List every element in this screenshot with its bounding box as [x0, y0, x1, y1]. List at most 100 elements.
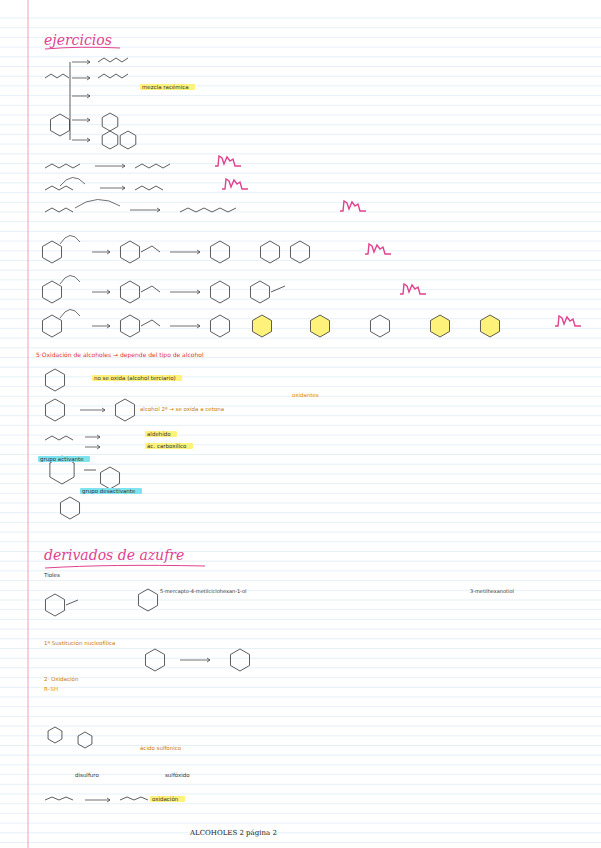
ring-structure [370, 315, 389, 337]
ruled-line [0, 328, 601, 329]
ruled-line [0, 289, 601, 290]
note-text: grupo desactivante [82, 488, 135, 494]
ruled-line [0, 153, 601, 154]
energy-profile [222, 179, 248, 189]
ruled-line [0, 425, 601, 426]
note-text: alcohol 2º → se oxida a cetona [140, 406, 224, 412]
reaction-arrow [170, 252, 200, 253]
bond-line [141, 246, 160, 252]
ruled-line [0, 76, 601, 77]
energy-profile [400, 284, 426, 294]
ring-structure [115, 399, 134, 421]
ruled-line [0, 629, 601, 630]
title-underline [45, 565, 205, 568]
ruled-line [0, 706, 601, 707]
ring-structure [42, 241, 61, 263]
ruled-line [0, 677, 601, 678]
ruled-line [0, 648, 601, 649]
reaction-arrow [85, 800, 110, 801]
ruled-line [0, 454, 601, 455]
note-text: R–SH [44, 686, 58, 692]
carbon-chain [45, 797, 73, 800]
ruled-line [0, 813, 601, 814]
ruled-line [0, 619, 601, 620]
ring-structure [250, 281, 269, 303]
bond-line [141, 320, 160, 326]
ring-structure [210, 281, 229, 303]
ruled-line [0, 716, 601, 717]
note-text: Tioles [44, 572, 60, 578]
ruled-line [0, 444, 601, 445]
ring-structure [120, 315, 139, 337]
reaction-arrow [180, 660, 210, 661]
page-footer: ALCOHOLES 2 página 2 [190, 829, 277, 837]
reaction-arrow [107, 324, 110, 328]
note-text: 2· Oxidación [44, 676, 78, 682]
ring-structure [210, 241, 229, 263]
ring-structure [260, 241, 279, 263]
carbon-chain [120, 797, 148, 800]
margin-line [28, 0, 29, 848]
ruled-line [0, 309, 601, 310]
ruled-line [0, 512, 601, 513]
ruled-line [0, 735, 601, 736]
ring-structure [50, 114, 69, 136]
carbon-chain [98, 74, 128, 78]
ruled-line [0, 832, 601, 833]
ruled-line [0, 522, 601, 523]
reaction-arrow [207, 658, 210, 662]
reaction-arrow [92, 326, 110, 327]
reaction-arrow [107, 798, 110, 802]
note-text: sulfóxido [165, 772, 190, 778]
ring-structure [102, 131, 118, 149]
reaction-arrow [72, 140, 90, 141]
highlight-box: ác. carboxílico [145, 443, 193, 449]
note-text: 1º Sustitución nucleofílica [44, 640, 115, 646]
reaction-arrow [97, 445, 100, 449]
ruled-line [0, 212, 601, 213]
reaction-arrow [80, 410, 105, 411]
ruled-line [0, 18, 601, 19]
reaction-arrow [122, 186, 125, 190]
reaction-arrow [92, 252, 110, 253]
ruled-line [0, 376, 601, 377]
note-text: 5-mercapto-4-metilciclohexan-1-ol [160, 588, 246, 594]
ruled-line [0, 697, 601, 698]
ring-structure [145, 649, 164, 671]
reaction-arrow [170, 292, 200, 293]
ring-structure [290, 241, 309, 263]
ring-structure [100, 467, 119, 489]
ruled-line [0, 755, 601, 756]
carbon-chain [45, 436, 73, 440]
ruled-line [0, 56, 601, 57]
ring-structure [252, 315, 271, 337]
ruled-line [0, 250, 601, 251]
ruled-line [0, 192, 601, 193]
ruled-line [0, 279, 601, 280]
ring-structure [138, 589, 157, 611]
reaction-arrow [107, 250, 110, 254]
energy-profile [555, 316, 581, 326]
ring-structure [120, 281, 139, 303]
reaction-arrow [97, 435, 100, 439]
reaction-arrow [72, 120, 90, 121]
ruled-line [0, 726, 601, 727]
highlight-box: mezcla racémica [140, 84, 195, 90]
bond-line [66, 600, 78, 605]
ruled-line [0, 231, 601, 232]
carbon-chain [45, 208, 73, 212]
ruled-line [0, 318, 601, 319]
note-text: no se oxida (alcohol terciario) [94, 375, 176, 381]
ruled-line [0, 85, 601, 86]
note-text: grupo activante [40, 456, 84, 462]
mechanism-arrow [60, 235, 80, 244]
highlight-box: grupo desactivante [80, 488, 142, 494]
highlight-box: oxidación [150, 796, 185, 802]
reaction-arrow [85, 437, 100, 438]
ruled-line [0, 600, 601, 601]
ruled-line [0, 105, 601, 106]
reaction-arrow [92, 292, 110, 293]
ruled-line [0, 299, 601, 300]
